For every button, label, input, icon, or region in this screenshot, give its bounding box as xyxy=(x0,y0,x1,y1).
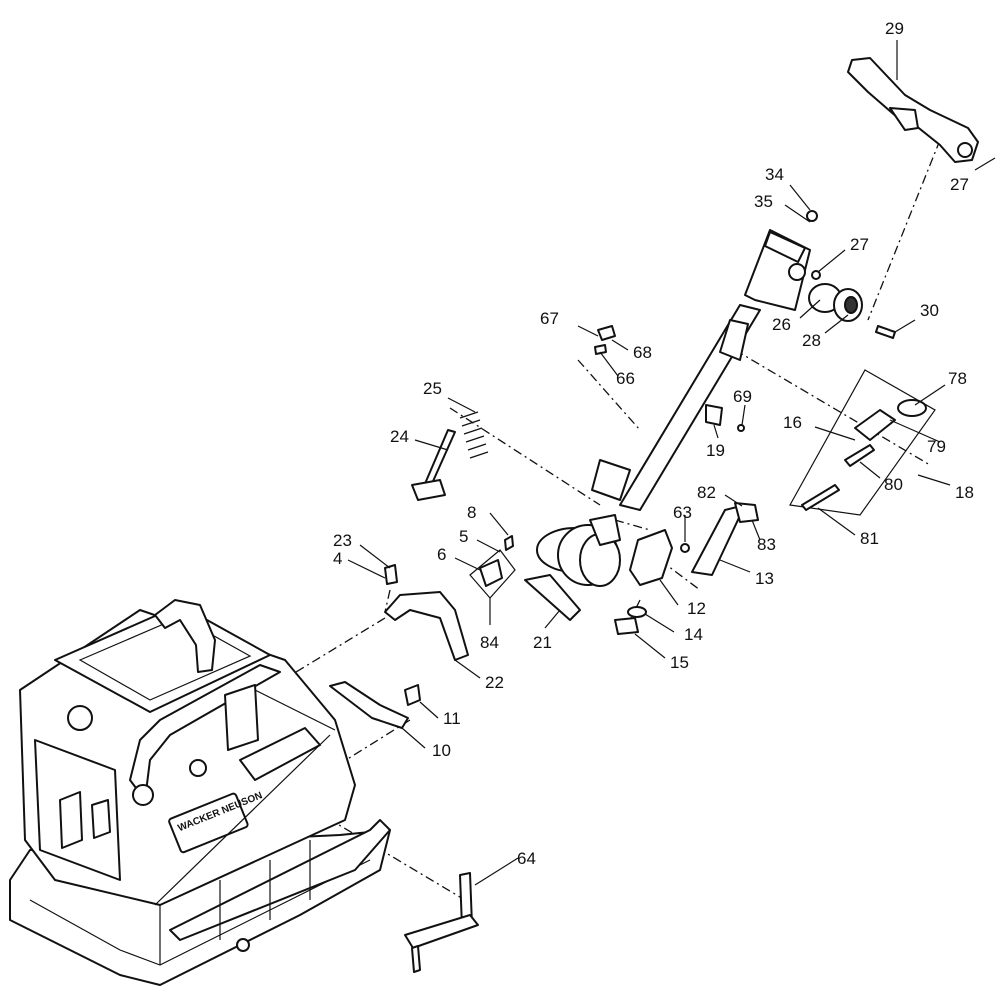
callout-27-mid: 27 xyxy=(850,235,869,254)
tow-bar-part xyxy=(404,872,479,973)
callout-27-top: 27 xyxy=(950,175,969,194)
callout-13: 13 xyxy=(755,569,774,588)
callout-64: 64 xyxy=(517,849,536,868)
callout-81: 81 xyxy=(860,529,879,548)
callout-80: 80 xyxy=(884,475,903,494)
callout-10: 10 xyxy=(432,741,451,760)
throttle-bracket-part xyxy=(789,369,936,516)
callout-82: 82 xyxy=(697,483,716,502)
callout-63: 63 xyxy=(673,503,692,522)
callout-25: 25 xyxy=(423,379,442,398)
lower-bracket-parts xyxy=(384,564,469,661)
spring-and-rod-parts xyxy=(411,411,489,501)
callout-16: 16 xyxy=(783,413,802,432)
callout-11: 11 xyxy=(443,709,461,728)
callout-78: 78 xyxy=(948,369,967,388)
callout-35: 35 xyxy=(754,192,773,211)
callout-19: 19 xyxy=(706,441,725,460)
callout-83: 83 xyxy=(757,535,776,554)
callout-30: 30 xyxy=(920,301,939,320)
hub-parts xyxy=(806,210,896,339)
callout-69: 69 xyxy=(733,387,752,406)
callout-14: 14 xyxy=(684,625,703,644)
leader-lines xyxy=(347,40,996,886)
small-bolt-parts xyxy=(594,325,616,355)
callout-28: 28 xyxy=(802,331,821,350)
callout-26: 26 xyxy=(772,315,791,334)
callout-18: 18 xyxy=(955,483,974,502)
callout-22: 22 xyxy=(485,673,504,692)
guide-handle-tube xyxy=(591,229,811,511)
callout-5: 5 xyxy=(459,527,468,546)
callout-79: 79 xyxy=(927,437,946,456)
callout-labels: 29 27 34 35 27 30 26 28 67 68 66 69 25 7… xyxy=(333,19,974,868)
callout-4: 4 xyxy=(333,549,342,568)
callout-8: 8 xyxy=(467,503,476,522)
callout-21: 21 xyxy=(533,633,552,652)
callout-68: 68 xyxy=(633,343,652,362)
upper-handle-part xyxy=(847,57,979,163)
rubber-bellows-part xyxy=(524,514,621,621)
callout-34: 34 xyxy=(765,165,784,184)
callout-67: 67 xyxy=(540,309,559,328)
callout-15: 15 xyxy=(670,653,689,672)
callout-66: 66 xyxy=(616,369,635,388)
callout-84: 84 xyxy=(480,633,499,652)
callout-23: 23 xyxy=(333,531,352,550)
callout-29: 29 xyxy=(885,19,904,38)
cover-and-bracket-parts xyxy=(614,502,759,635)
callout-12: 12 xyxy=(687,599,706,618)
callout-24: 24 xyxy=(390,427,409,446)
foot-lever-parts xyxy=(329,681,421,729)
switch-box-parts xyxy=(469,535,516,599)
callout-6: 6 xyxy=(437,545,446,564)
knob-parts xyxy=(705,404,745,432)
machine-body: WACKER NEUSON xyxy=(9,599,391,986)
